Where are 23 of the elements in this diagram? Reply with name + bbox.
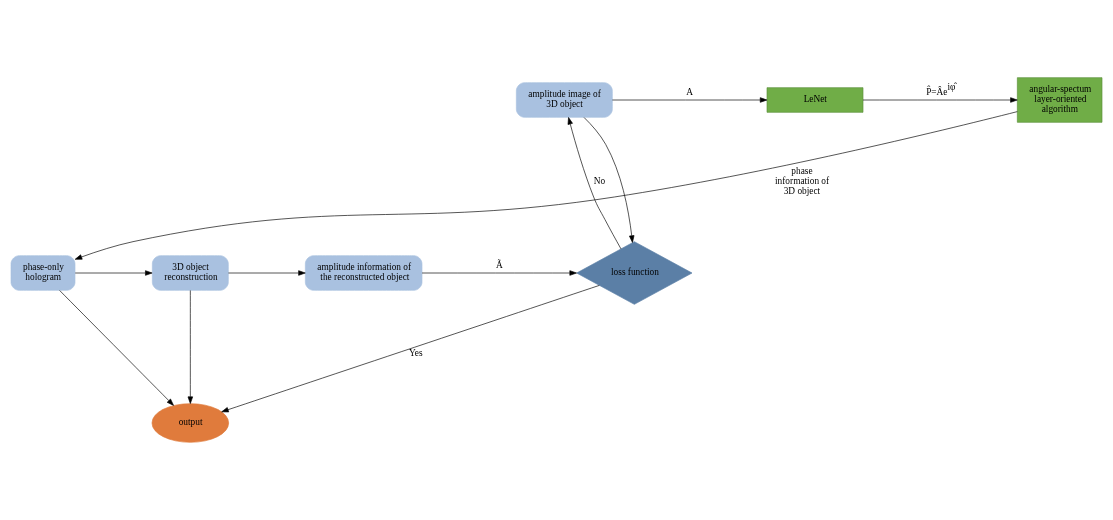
node-box: angular-spectum layer-oriented algorithm: [1017, 77, 1103, 123]
edge-label: No: [593, 176, 606, 187]
arrow: [221, 285, 600, 413]
arrow: [862, 97, 1018, 103]
node-diamond: loss function: [576, 241, 693, 305]
node-box: LeNet: [766, 87, 864, 113]
arrow: [421, 270, 577, 276]
node-box: phase-only hologram: [10, 255, 76, 291]
arrow: [59, 290, 174, 406]
edge-label: phase information of 3D object: [775, 166, 830, 197]
arrow: [228, 270, 306, 276]
node-box: amplitude image of 3D object: [516, 82, 613, 118]
node-box: 3D object reconstruction: [152, 255, 229, 291]
arrow: [612, 97, 768, 103]
arrow: [567, 117, 622, 250]
arrow: [74, 270, 153, 276]
edge-label: A: [686, 87, 694, 98]
arrow: [74, 111, 1018, 260]
edge-label: Ã: [496, 260, 503, 271]
arrow: [583, 117, 635, 243]
edge-label: Yes: [409, 348, 423, 359]
arrow: [187, 290, 193, 404]
node-box: amplitude information of the reconstructed object: [305, 255, 423, 291]
